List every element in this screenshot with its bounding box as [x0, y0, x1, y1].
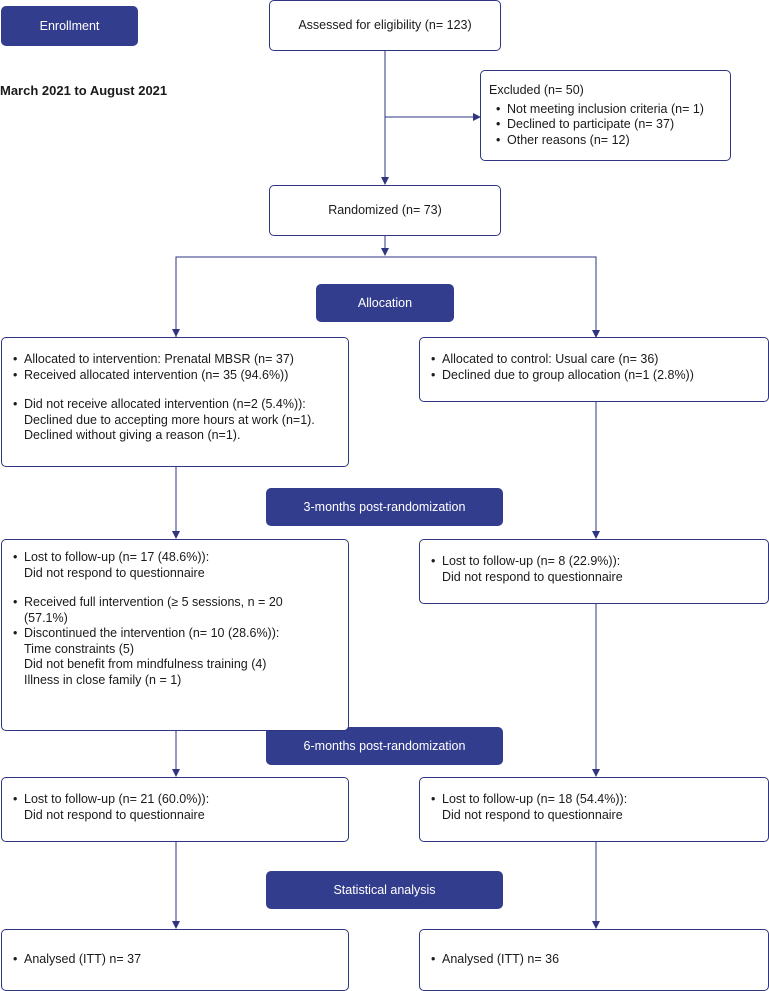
control-allocation-box: Allocated to control: Usual care (n= 36)… — [419, 337, 769, 402]
excluded-item: Not meeting inclusion criteria (n= 1) — [489, 102, 724, 118]
intervention-allocation-item: Did not receive allocated intervention (… — [6, 397, 344, 413]
control-allocation-item: Declined due to group allocation (n=1 (2… — [424, 368, 764, 384]
discontinue-reason: Illness in close family (n = 1) — [24, 672, 182, 687]
intervention-3m-received: Received full intervention (≥ 5 sessions… — [6, 595, 344, 611]
discontinue-reason: Did not benefit from mindfulness trainin… — [24, 657, 267, 671]
intervention-3m-received-pct: (57.1%) — [24, 610, 68, 625]
intervention-6m-lost-reason: Did not respond to questionnaire — [24, 807, 205, 822]
intervention-3m-lost-reason: Did not respond to questionnaire — [24, 565, 205, 580]
intervention-6m-box: Lost to follow-up (n= 21 (60.0%)): Did n… — [1, 777, 349, 842]
control-analysis-box: Analysed (ITT) n= 36 — [419, 929, 769, 991]
excluded-box: Excluded (n= 50) Not meeting inclusion c… — [480, 70, 731, 161]
intervention-analysis-box: Analysed (ITT) n= 37 — [1, 929, 349, 991]
control-analysis-text: Analysed (ITT) n= 36 — [424, 952, 764, 968]
intervention-allocation-item: Received allocated intervention (n= 35 (… — [6, 368, 344, 384]
control-6m-lost: Lost to follow-up (n= 18 (54.4%)): — [424, 792, 764, 808]
allocation-label: Allocation — [316, 284, 454, 322]
excluded-item: Declined to participate (n= 37) — [489, 117, 724, 133]
six-months-label: 6-months post-randomization — [266, 727, 503, 765]
intervention-allocation-reason: Declined due to accepting more hours at … — [24, 412, 315, 427]
control-allocation-item: Allocated to control: Usual care (n= 36) — [424, 352, 764, 368]
randomized-box: Randomized (n= 73) — [269, 185, 501, 236]
intervention-allocation-reason: Declined without giving a reason (n=1). — [24, 428, 241, 442]
analysis-label: Statistical analysis — [266, 871, 503, 909]
intervention-allocation-item: Allocated to intervention: Prenatal MBSR… — [6, 352, 344, 368]
control-3m-lost-reason: Did not respond to questionnaire — [442, 569, 623, 584]
control-6m-lost-reason: Did not respond to questionnaire — [442, 807, 623, 822]
randomized-text: Randomized (n= 73) — [328, 202, 442, 217]
excluded-title: Excluded (n= 50) — [489, 83, 584, 97]
intervention-3m-discontinued: Discontinued the intervention (n= 10 (28… — [6, 626, 344, 642]
assessed-box: Assessed for eligibility (n= 123) — [269, 0, 501, 51]
excluded-item: Other reasons (n= 12) — [489, 133, 724, 149]
intervention-analysis-text: Analysed (ITT) n= 37 — [6, 952, 344, 968]
control-3m-box: Lost to follow-up (n= 8 (22.9%)): Did no… — [419, 539, 769, 604]
intervention-3m-lost: Lost to follow-up (n= 17 (48.6%)): — [6, 550, 344, 566]
assessed-text: Assessed for eligibility (n= 123) — [298, 17, 472, 32]
period-text: March 2021 to August 2021 — [0, 83, 168, 98]
intervention-3m-box: Lost to follow-up (n= 17 (48.6%)): Did n… — [1, 539, 349, 731]
control-6m-box: Lost to follow-up (n= 18 (54.4%)): Did n… — [419, 777, 769, 842]
intervention-allocation-box: Allocated to intervention: Prenatal MBSR… — [1, 337, 349, 467]
three-months-label: 3-months post-randomization — [266, 488, 503, 526]
discontinue-reason: Time constraints (5) — [24, 641, 134, 656]
intervention-6m-lost: Lost to follow-up (n= 21 (60.0%)): — [6, 792, 344, 808]
control-3m-lost: Lost to follow-up (n= 8 (22.9%)): — [424, 554, 764, 570]
enrollment-label: Enrollment — [1, 6, 138, 46]
